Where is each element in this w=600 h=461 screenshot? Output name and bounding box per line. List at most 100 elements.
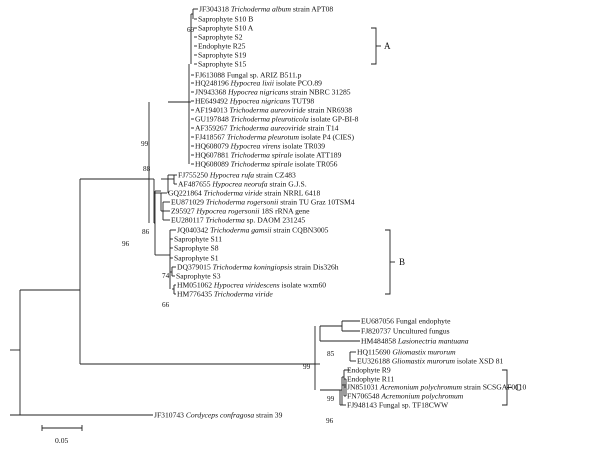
accession-number: FN706548 [347, 392, 381, 401]
taxon-descriptor: strain 39 [254, 411, 282, 420]
taxon-label: Saprophyte S10 A [198, 24, 254, 33]
taxon-label: HM051062 Hypocrea viridescens isolate wx… [177, 281, 326, 290]
taxon-descriptor: isolate XSD 81 [455, 357, 504, 366]
taxon-label: Endophyte R25 [198, 42, 246, 51]
clade-label: A [384, 41, 391, 51]
taxon-label: FN706548 Acremonium polychromum [347, 392, 464, 401]
taxon-descriptor: Saprophyte S1 [174, 254, 219, 263]
taxon-label: HQ607881 Trichoderma spirale isolate ATT… [195, 151, 342, 160]
clade-bracket [371, 27, 377, 65]
accession-number: Z95927 [171, 207, 197, 216]
accession-number: HM484858 [361, 337, 398, 346]
species-name: Gliomastix murorum [392, 348, 456, 357]
taxon-label: GQ221864 Trichoderma viride strain NRRL … [168, 189, 320, 198]
clade-label: B [399, 257, 405, 267]
taxon-descriptor: 18S rRNA gene [259, 207, 310, 216]
accession-number: HQ115690 [357, 348, 392, 357]
group-brackets: ABC [371, 27, 521, 406]
taxon-descriptor: Saprophyte S15 [198, 60, 247, 69]
species-name: Hypocrea lixii [230, 79, 274, 88]
bootstrap-value: 74 [162, 272, 170, 280]
accession-number: JN851031 [347, 383, 380, 392]
accession-number: HQ607881 [195, 151, 231, 160]
accession-number: JF310743 [154, 411, 186, 420]
accession-number: FJ613088 [195, 71, 227, 80]
taxon-descriptor: strain CQBN3005 [272, 226, 329, 235]
taxon-label: Saprophyte S11 [174, 235, 222, 244]
taxon-descriptor: isolate TR039 [281, 142, 326, 151]
accession-number: DQ379015 [177, 263, 213, 272]
accession-number: JF304318 [199, 5, 231, 14]
taxon-label: JQ040342 Trichoderma gamsii strain CQBN3… [177, 226, 329, 235]
species-name: Hypocrea rogersonii [196, 207, 260, 216]
taxon-label: Saprophyte S1 [174, 254, 219, 263]
species-name: Trichoderma [206, 216, 245, 225]
taxon-label: EU871029 Trichoderma rogersonii strain T… [171, 198, 355, 207]
accession-number: HQ608079 [195, 142, 231, 151]
accession-number: EU280117 [171, 216, 206, 225]
taxon-descriptor: Saprophyte S11 [174, 235, 222, 244]
bootstrap-value: 99 [303, 363, 311, 371]
accession-number: JN943368 [195, 88, 228, 97]
species-name: Lasionectria mantuana [397, 337, 469, 346]
taxon-label: Saprophyte S10 B [198, 15, 253, 24]
taxon-descriptor: strain CZ483 [254, 171, 296, 180]
taxon-descriptor: strain Dis326h [292, 263, 339, 272]
accession-number: AF359267 [195, 124, 229, 133]
taxon-descriptor: isolate TR056 [293, 160, 338, 169]
species-name: Trichoderma viride [204, 189, 263, 198]
taxon-descriptor: Saprophyte S8 [174, 244, 219, 253]
accession-number: GU197848 [195, 115, 231, 124]
species-name: Trichoderma pleuroticola [231, 115, 309, 124]
taxon-label: JN851031 Acremonium polychromum strain S… [347, 383, 527, 392]
taxon-label: EU280117 Trichoderma sp. DAOM 231245 [171, 216, 305, 225]
taxon-descriptor: Uncultured fungus [393, 327, 450, 336]
taxon-descriptor: TUT98 [290, 97, 314, 106]
bootstrap-value: 86 [142, 228, 150, 236]
taxon-descriptor: Fungal endophyte [396, 317, 451, 326]
taxon-label: AF359267 Trichoderma aureoviride strain … [195, 124, 339, 133]
species-name: Trichoderma aureoviride [229, 124, 306, 133]
accession-number: HE649492 [195, 97, 230, 106]
bootstrap-value: 66 [162, 301, 170, 309]
taxon-descriptor: strain G.J.S. [268, 180, 307, 189]
taxon-label: JF310743 Cordyceps confragosa strain 39 [154, 411, 283, 420]
bootstrap-value: 99 [327, 395, 335, 403]
taxon-descriptor: Saprophyte S10 A [198, 24, 254, 33]
taxon-descriptor: strain T14 [306, 124, 339, 133]
taxon-descriptor: Fungal sp. ARIZ B511.p [227, 71, 302, 80]
accession-number: EU326188 [357, 357, 392, 366]
bootstrap-value: 85 [327, 350, 335, 358]
accession-number: AF194013 [195, 106, 229, 115]
species-name: Hypocrea neorufa [211, 180, 267, 189]
taxon-label: FJ820737 Uncultured fungus [361, 327, 450, 336]
species-name: Hypocrea rufa [209, 171, 254, 180]
taxon-descriptor: Saprophyte S3 [176, 272, 221, 281]
scale-bar-label: 0.05 [55, 436, 68, 445]
species-name: Trichoderma gamsii [210, 226, 271, 235]
taxon-label: HM776435 Trichoderma viride [177, 290, 273, 299]
taxon-label: FJ755250 Hypocrea rufa strain CZ483 [178, 171, 296, 180]
taxon-label: Endophyte R9 [347, 366, 391, 375]
taxon-label: AF194013 Trichoderma aureoviride strain … [195, 106, 352, 115]
taxon-label: JN943368 Hypocrea nigricans strain NBRC … [195, 88, 351, 97]
bootstrap-value: 88 [143, 165, 151, 173]
species-name: Trichoderma album [231, 5, 292, 14]
taxon-label: HQ248196 Hypocrea lixii isolate PCO.89 [195, 79, 322, 88]
bootstrap-value: 96 [326, 417, 334, 425]
tree-branches [10, 8, 360, 416]
species-name: Trichoderma koningiopsis [213, 263, 293, 272]
taxon-label: HE649492 Hypocrea nigricans TUT98 [195, 97, 314, 106]
taxon-label: Saprophyte S19 [198, 51, 247, 60]
species-name: Trichoderma spirale [231, 151, 294, 160]
taxon-label: HQ608079 Hypocrea virens isolate TR039 [195, 142, 325, 151]
taxon-label: Saprophyte S15 [198, 60, 247, 69]
taxon-label: DQ379015 Trichoderma koningiopsis strain… [177, 263, 339, 272]
taxon-descriptor: Endophyte R25 [198, 42, 246, 51]
taxon-descriptor: strain APT08 [291, 5, 333, 14]
taxon-descriptor: strain NRRL 6418 [263, 189, 321, 198]
species-name: Cordyceps confragosa [186, 411, 254, 420]
taxon-descriptor: isolate GP-BI-8 [309, 115, 359, 124]
species-name: Hypocrea virens [230, 142, 281, 151]
taxon-label: FJ418567 Trichoderma pleurotum isolate P… [195, 133, 354, 142]
